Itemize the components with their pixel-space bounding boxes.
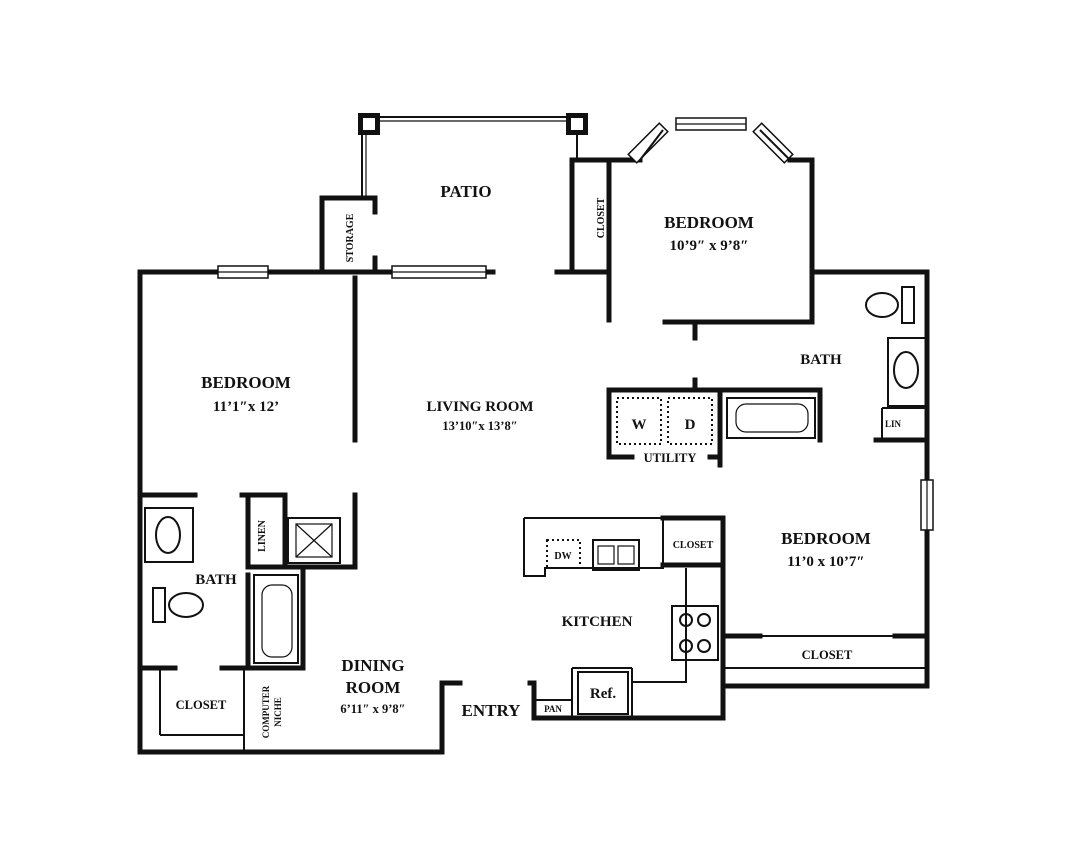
living-room-name: LIVING ROOM [426, 399, 533, 415]
closet-right-label: CLOSET [802, 648, 853, 662]
closet-top-label: CLOSET [596, 197, 607, 238]
dining-room-line1: DINING [341, 656, 404, 675]
bedroom-right-size: 11’0 x 10’7″ [787, 554, 864, 570]
washer-label: W [632, 417, 647, 433]
bedroom-right-name: BEDROOM [781, 529, 871, 548]
storage-label: STORAGE [345, 213, 356, 262]
pantry-label: PAN [544, 704, 562, 714]
living-room-size: 13’10″x 13’8″ [442, 419, 517, 433]
linen-closet-right-label: LIN [885, 419, 902, 429]
bedroom-left-name: BEDROOM [201, 373, 291, 392]
kitchen-label: KITCHEN [562, 614, 633, 630]
bath-right-label: BATH [800, 352, 842, 368]
dishwasher-label: DW [554, 551, 571, 562]
patio-outline [358, 113, 588, 198]
interior-walls [137, 275, 930, 752]
closet-kitchen-label: CLOSET [673, 540, 714, 551]
entry-label: ENTRY [462, 701, 521, 720]
refrigerator-label: Ref. [590, 686, 616, 702]
computer-niche-line2: NICHE [273, 697, 283, 727]
windows [217, 117, 934, 531]
bedroom-top-size: 10’9″ x 9’8″ [669, 238, 748, 254]
room-labels: PATIO STORAGE CLOSET BEDROOM 10’9″ x 9’8… [176, 182, 902, 738]
linen-label: LINEN [257, 519, 268, 551]
fixtures [144, 286, 927, 715]
computer-niche-line1: COMPUTER [261, 685, 271, 738]
dining-room-size: 6’11″ x 9’8″ [340, 702, 405, 716]
dining-room-line2: ROOM [346, 678, 401, 697]
utility-label: UTILITY [644, 451, 697, 465]
bedroom-top-name: BEDROOM [664, 213, 754, 232]
dryer-label: D [685, 417, 696, 433]
bath-left-label: BATH [195, 572, 237, 588]
patio-label: PATIO [440, 182, 491, 201]
bedroom-left-size: 11’1″x 12’ [213, 399, 279, 415]
closet-left-label: CLOSET [176, 698, 227, 712]
